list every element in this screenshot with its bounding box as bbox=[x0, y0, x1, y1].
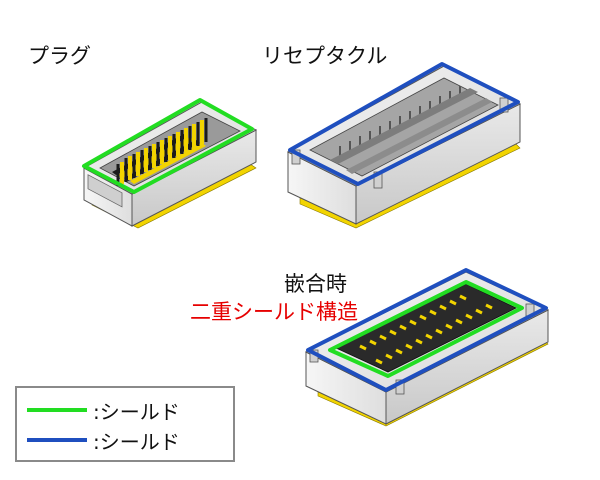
mated-connector bbox=[304, 268, 550, 427]
legend-swatch-blue bbox=[27, 438, 87, 442]
receptacle-connector bbox=[286, 62, 522, 229]
mated-blue-shield bbox=[306, 268, 548, 392]
legend-swatch-green bbox=[27, 408, 87, 412]
plug-green-shield bbox=[82, 98, 254, 194]
legend-label-blue: :シールド bbox=[93, 429, 180, 454]
legend-item-green: :シールド bbox=[27, 398, 180, 424]
legend: :シールド :シールド bbox=[15, 386, 235, 462]
plug-connector bbox=[82, 98, 258, 229]
double-shield-label: 二重シールド構造 bbox=[190, 300, 358, 324]
legend-item-blue: :シールド bbox=[27, 428, 180, 454]
mated-green-shield bbox=[328, 280, 524, 378]
mated-contacts bbox=[359, 294, 493, 365]
receptacle-blue-shield bbox=[288, 62, 520, 186]
mated-label: 嵌合時 bbox=[284, 272, 347, 296]
receptacle-label: リセプタクル bbox=[262, 44, 388, 68]
plug-contacts bbox=[112, 118, 208, 186]
legend-label-green: :シールド bbox=[93, 399, 180, 424]
plug-label: プラグ bbox=[28, 44, 91, 68]
